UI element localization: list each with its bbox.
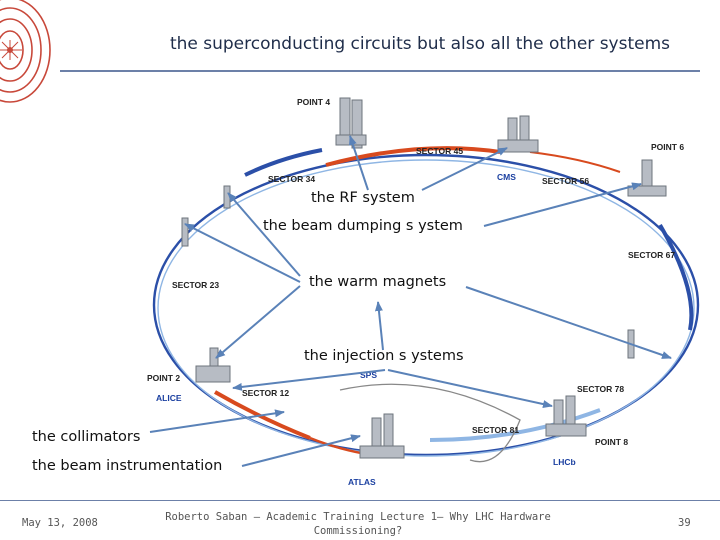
label-point-2: POINT 2 (147, 373, 180, 383)
ring-blue-beam (152, 153, 700, 457)
sector-23-structure (181, 217, 189, 247)
ring-lightblue-arc-bottomright (429, 408, 601, 442)
arrow-injection-to-point2 (232, 369, 386, 391)
label-sector-78: SECTOR 78 (577, 384, 624, 394)
label-sector-23: SECTOR 23 (172, 280, 219, 290)
point-2-structure (195, 347, 231, 383)
label-point-8: POINT 8 (595, 437, 628, 447)
cern-logo-icon (0, 0, 51, 103)
arrow-warm-to-sector23 (184, 223, 301, 283)
label-sps: SPS (360, 370, 377, 380)
arrow-dump-to-point6 (483, 182, 642, 227)
arrow-instrumentation-to-sector81 (241, 434, 361, 467)
slide-title: the superconducting circuits but also al… (169, 34, 671, 54)
arrow-rf-to-cms (421, 147, 508, 191)
label-beam-instrumentation: the beam instrumentation (32, 458, 223, 474)
label-sector-56: SECTOR 56 (542, 176, 589, 186)
cms-structure (497, 115, 539, 153)
ring-blue-arc-right (658, 223, 694, 331)
label-lhcb: LHCb (553, 457, 576, 467)
label-injection-systems: the injection s ystems (304, 348, 464, 364)
footer-center-line-1: Roberto Saban – Academic Training Lectur… (165, 511, 551, 523)
label-rf-system: the RF system (311, 190, 415, 206)
label-warm-magnets: the warm magnets (309, 274, 447, 290)
point-6-structure (627, 159, 667, 197)
footer-center-text: Roberto Saban – Academic Training Lectur… (150, 510, 566, 538)
ring-red-arc-top2 (529, 151, 621, 173)
ring-red-arc-bottom (213, 390, 311, 440)
label-sector-12: SECTOR 12 (242, 388, 289, 398)
arrow-warm-to-sector34 (227, 192, 301, 277)
label-sector-81: SECTOR 81 (472, 425, 519, 435)
arrow-injection-to-point8 (387, 369, 553, 408)
ring-blue-arc-topleft (244, 148, 323, 177)
arrow-warm-to-point2 (215, 285, 301, 359)
arrow-collimators-to-sector12 (149, 409, 285, 433)
footer-center-line-2: Commissioning? (313, 525, 403, 537)
arrow-warm-to-sector67 (465, 286, 672, 359)
label-alice: ALICE (156, 393, 182, 403)
label-sector-45: SECTOR 45 (416, 146, 463, 156)
atlas-structure (359, 413, 405, 459)
sector-34-structure (223, 185, 231, 209)
label-sector-67: SECTOR 67 (628, 250, 675, 260)
label-atlas: ATLAS (348, 477, 376, 487)
label-beam-dumping: the beam dumping s ystem (263, 218, 463, 234)
label-sector-34: SECTOR 34 (268, 174, 315, 184)
ring-light-beam (157, 159, 695, 457)
label-point-4: POINT 4 (297, 97, 330, 107)
footer-divider (0, 500, 720, 501)
label-point-6: POINT 6 (651, 142, 684, 152)
arrow-injection-to-sps (374, 301, 384, 351)
footer-date: May 13, 2008 (22, 517, 98, 529)
ring-red-arc-top (325, 146, 501, 167)
footer-page-number: 39 (678, 517, 691, 529)
label-collimators: the collimators (32, 429, 141, 445)
sps-transfer-line (339, 383, 521, 463)
label-cms: CMS (497, 172, 516, 182)
point-8-structure (545, 395, 587, 437)
title-divider (60, 70, 700, 72)
arrow-rf-to-point4 (349, 135, 369, 191)
